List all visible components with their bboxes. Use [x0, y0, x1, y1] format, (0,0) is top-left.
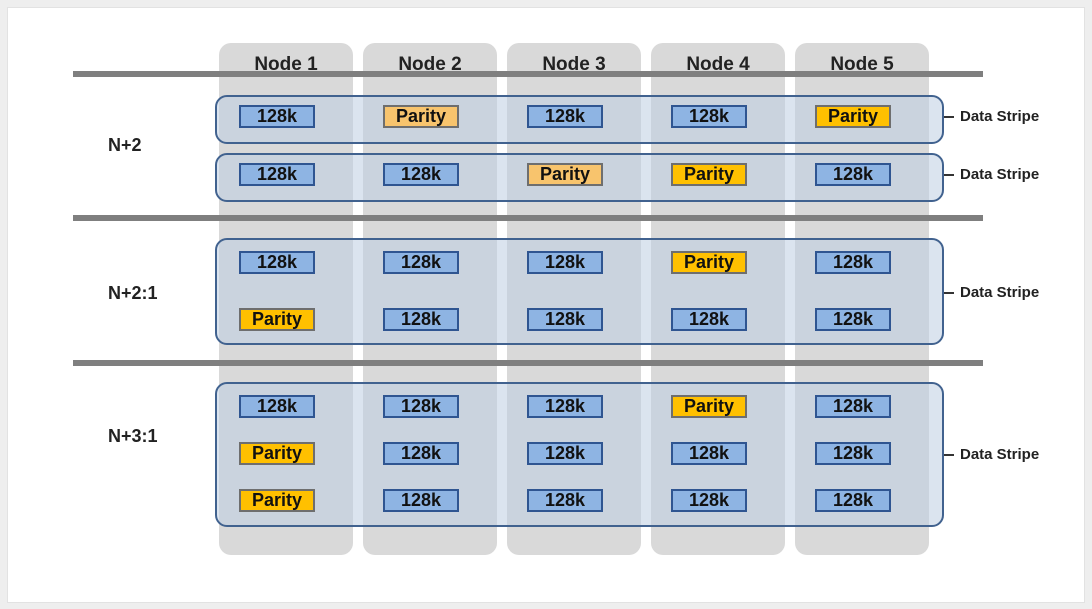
block-n2a-node5: Parity	[815, 105, 891, 128]
node-header-3: Node 3	[542, 54, 606, 75]
block-n2b-node5: 128k	[815, 163, 891, 186]
block-n21-r1-node2: 128k	[383, 251, 459, 274]
group-label-n2: N+2	[108, 135, 142, 155]
block-n2a-node1: 128k	[239, 105, 315, 128]
node-header-4: Node 4	[686, 54, 750, 75]
stripe-label-text: Data Stripe	[960, 108, 1040, 125]
diagram-canvas: Node 1 Node 2 Node 3 Node 4 Node 5 N+2 N…	[7, 7, 1085, 603]
block-n31-r1-node5: 128k	[815, 395, 891, 418]
block-n31-r2-node2: 128k	[383, 442, 459, 465]
block-n2b-node3: Parity	[527, 163, 603, 186]
block-n31-r1-node3: 128k	[527, 395, 603, 418]
connector-dash	[944, 291, 954, 294]
block-n2b-node1: 128k	[239, 163, 315, 186]
block-n31-r3-node1: Parity	[239, 489, 315, 512]
block-n21-r1-node5: 128k	[815, 251, 891, 274]
divider-1	[73, 215, 983, 221]
group-label-n3-1: N+3:1	[108, 426, 158, 446]
block-n31-r3-node5: 128k	[815, 489, 891, 512]
block-n31-r3-node3: 128k	[527, 489, 603, 512]
stripe-label-n2-a: Data Stripe	[944, 108, 1039, 125]
block-n21-r2-node4: 128k	[671, 308, 747, 331]
stripe-label-n3-1: Data Stripe	[944, 446, 1039, 463]
stripe-label-n2-1: Data Stripe	[944, 284, 1039, 301]
node-header-2: Node 2	[398, 54, 462, 75]
block-n31-r2-node3: 128k	[527, 442, 603, 465]
connector-dash	[944, 173, 954, 176]
block-n31-r1-node4: Parity	[671, 395, 747, 418]
block-n2a-node4: 128k	[671, 105, 747, 128]
block-n21-r2-node1: Parity	[239, 308, 315, 331]
block-n21-r2-node3: 128k	[527, 308, 603, 331]
block-n2b-node2: 128k	[383, 163, 459, 186]
node-header-5: Node 5	[830, 54, 894, 75]
group-label-n2-1: N+2:1	[108, 283, 158, 303]
stripe-label-text: Data Stripe	[960, 446, 1040, 463]
block-n31-r2-node4: 128k	[671, 442, 747, 465]
connector-dash	[944, 115, 954, 118]
block-n31-r1-node1: 128k	[239, 395, 315, 418]
block-n2a-node2: Parity	[383, 105, 459, 128]
divider-top	[73, 71, 983, 77]
block-n21-r1-node1: 128k	[239, 251, 315, 274]
block-n31-r3-node2: 128k	[383, 489, 459, 512]
stripe-label-text: Data Stripe	[960, 166, 1040, 183]
block-n31-r3-node4: 128k	[671, 489, 747, 512]
stripe-label-n2-b: Data Stripe	[944, 166, 1039, 183]
block-n31-r2-node5: 128k	[815, 442, 891, 465]
block-n31-r1-node2: 128k	[383, 395, 459, 418]
block-n21-r1-node4: Parity	[671, 251, 747, 274]
block-n31-r2-node1: Parity	[239, 442, 315, 465]
block-n2b-node4: Parity	[671, 163, 747, 186]
node-header-1: Node 1	[254, 54, 318, 75]
block-n21-r2-node5: 128k	[815, 308, 891, 331]
stripe-label-text: Data Stripe	[960, 284, 1040, 301]
divider-2	[73, 360, 983, 366]
block-n21-r2-node2: 128k	[383, 308, 459, 331]
block-n2a-node3: 128k	[527, 105, 603, 128]
block-n21-r1-node3: 128k	[527, 251, 603, 274]
connector-dash	[944, 453, 954, 456]
